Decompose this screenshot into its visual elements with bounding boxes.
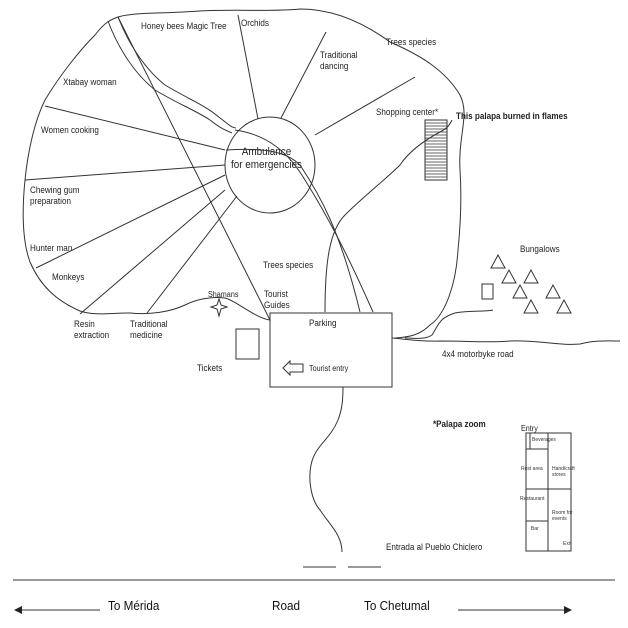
label-tourist-guides: Tourist Guides: [264, 289, 290, 310]
bungalow: [523, 268, 539, 284]
label-road: Road: [272, 598, 300, 613]
room-exit: Exit: [563, 541, 572, 547]
label-trees-species-top: Trees species: [386, 37, 437, 47]
bungalow: [512, 283, 528, 299]
bungalow-office: [481, 283, 494, 300]
label-motorbyke-road: 4x4 motorbyke road: [442, 349, 514, 359]
label-traditional-dancing: Traditional dancing: [320, 50, 358, 71]
label-orchids: Orchids: [241, 18, 269, 28]
bungalow: [523, 298, 539, 314]
label-tourist-entry: Tourist entry: [309, 364, 349, 373]
label-shamans: Shamans: [208, 290, 239, 299]
ticket-booth: [235, 328, 260, 360]
shamans-star: [209, 297, 229, 318]
label-trees-species-mid: Trees species: [263, 260, 314, 270]
motorbyke-road: [391, 337, 621, 345]
bungalow: [490, 253, 506, 269]
label-palapa-burned: This palapa burned in flames: [456, 111, 568, 121]
room-restaurant: Restaurant: [520, 496, 545, 502]
room-beverages: Beverages: [532, 437, 556, 443]
right-arrowhead: [564, 606, 572, 614]
divider-orchids: [237, 14, 259, 120]
room-bar: Bar: [531, 526, 539, 532]
bungalow-path: [404, 309, 494, 339]
divider-chewing: [35, 174, 226, 269]
divider-resin: [146, 195, 238, 314]
label-ambulance: Ambulance for emergencies: [231, 146, 302, 171]
label-bungalows: Bungalows: [520, 244, 560, 254]
divider-shopping: [314, 76, 416, 136]
palapa-entry-label: Entry: [521, 424, 538, 433]
label-honey-bees: Honey bees Magic Tree: [141, 21, 227, 31]
label-resin-extraction: Resin extraction: [74, 319, 110, 340]
trail-line: [117, 16, 237, 129]
label-entrance: Entrada al Pueblo Chiclero: [386, 542, 483, 552]
path-to-parking: [234, 129, 374, 313]
left-arrowhead: [14, 606, 22, 614]
label-to-chetumal: To Chetumal: [364, 598, 430, 613]
label-to-merida: To Mérida: [108, 598, 160, 613]
park-boundary: [22, 8, 465, 339]
label-chewing-gum: Chewing gum preparation: [30, 185, 80, 206]
path-to-parking: [225, 148, 361, 313]
label-hunter-man: Hunter man: [30, 243, 73, 253]
bungalow-cabins: [490, 253, 572, 314]
room-events: Room for events: [552, 510, 573, 522]
divider-xtabay: [44, 105, 226, 151]
tourist-entry-arrow: [282, 359, 304, 377]
trail-line: [107, 20, 233, 134]
label-shopping-center: Shopping center*: [376, 107, 439, 117]
label-monkeys: Monkeys: [52, 272, 85, 282]
path-to-palapa: [324, 119, 453, 313]
bungalow: [501, 268, 517, 284]
parking-lot: [269, 312, 393, 388]
bungalow: [545, 283, 561, 299]
room-handicraft: Handicraft stores: [552, 466, 575, 478]
label-women-cooking: Women cooking: [41, 125, 99, 135]
divider-dancing: [280, 31, 327, 119]
bungalow: [556, 298, 572, 314]
entrance-path: [309, 386, 344, 553]
divider-cooking: [24, 164, 226, 181]
label-traditional-medicine: Traditional medicine: [130, 319, 168, 340]
label-tickets: Tickets: [197, 363, 223, 373]
label-parking: Parking: [309, 318, 337, 328]
palapa-zoom-title: *Palapa zoom: [433, 419, 486, 429]
room-rest-area: Rest area: [521, 466, 543, 472]
divider-hunter: [79, 189, 226, 315]
palapa-hatching: [425, 122, 447, 178]
label-xtabay-woman: Xtabay woman: [63, 77, 117, 87]
